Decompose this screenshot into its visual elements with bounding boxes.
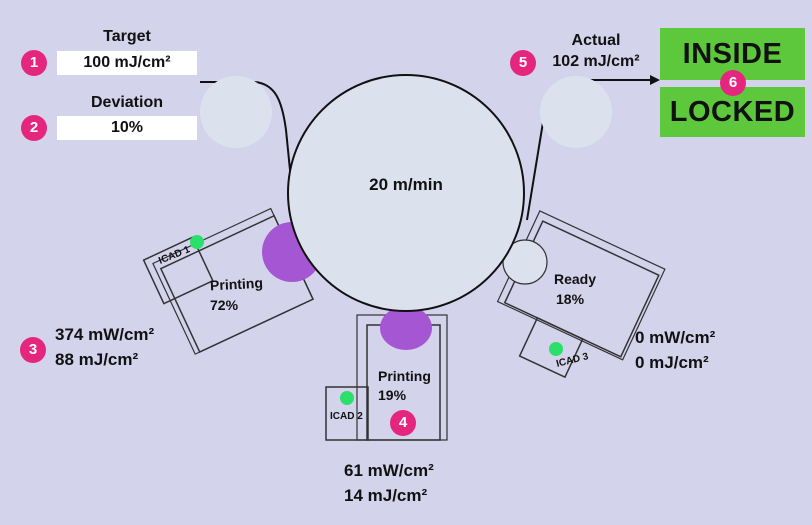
icad1-dose: 88 mJ/cm²: [55, 350, 139, 369]
deviation-label: Deviation: [90, 94, 163, 111]
badge-2: 2: [21, 115, 47, 141]
icad3-percent: 18%: [556, 291, 585, 307]
icad2-dose: 14 mJ/cm²: [344, 486, 428, 505]
icad3-dose: 0 mJ/cm²: [635, 353, 709, 372]
icad2-state: Printing: [378, 368, 431, 384]
icad3-state: Ready: [554, 271, 597, 287]
actual-label: Actual: [571, 32, 621, 49]
badge-3: 3: [20, 337, 46, 363]
right-roller: [540, 76, 612, 148]
icad1-power: 374 mW/cm²: [55, 325, 155, 344]
icad2-percent: 19%: [378, 387, 407, 403]
icad1-led: [190, 235, 204, 249]
lamp-head-icad3: [502, 239, 548, 285]
badge-4: 4: [390, 410, 416, 436]
badge-1: 1: [21, 50, 47, 76]
main-drum: [287, 74, 525, 312]
icad2-power: 61 mW/cm²: [344, 461, 434, 480]
lamp-tab-icad2: [325, 386, 369, 441]
icad3-power: 0 mW/cm²: [635, 328, 716, 347]
badge-6: 6: [720, 70, 746, 96]
actual-value: 102 mJ/cm²: [552, 53, 640, 70]
target-label: Target: [103, 28, 151, 45]
deviation-value[interactable]: 10%: [57, 116, 197, 140]
arrow-head-icon: [650, 75, 660, 85]
left-roller: [200, 76, 272, 148]
target-value[interactable]: 100 mJ/cm²: [57, 51, 197, 75]
lamp-head-icad2: [380, 306, 432, 350]
icad3-led: [549, 342, 563, 356]
badge-5: 5: [510, 50, 536, 76]
drum-speed: 20 m/min: [369, 175, 443, 194]
icad1-percent: 72%: [210, 297, 239, 313]
icad2-name: ICAD 2: [330, 411, 363, 422]
icad2-led: [340, 391, 354, 405]
icad1-state: Printing: [209, 274, 264, 294]
